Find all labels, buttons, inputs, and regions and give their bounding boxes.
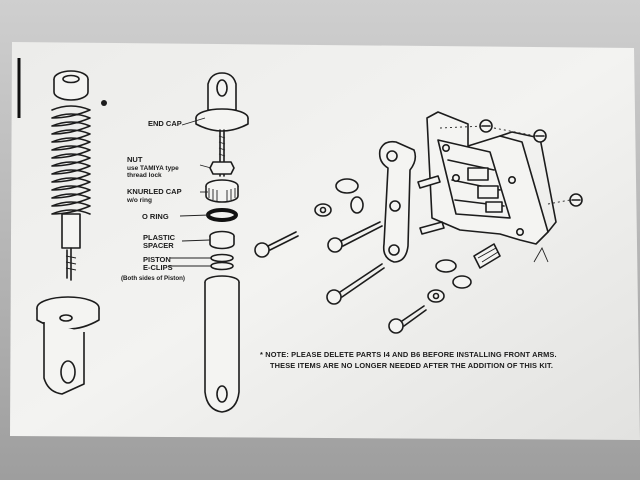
note-line-1: * NOTE: PLEASE DELETE PARTS I4 AND B6 BE… xyxy=(260,350,557,359)
label-knurled-cap: KNURLED CAP xyxy=(127,187,182,196)
label-nut: NUT xyxy=(127,155,143,164)
label-end-cap: END CAP xyxy=(148,119,182,128)
label-spacer: SPACER xyxy=(143,241,174,250)
bracket-assembly-drawing xyxy=(254,111,583,334)
label-nut-note-2: thread lock xyxy=(127,172,162,179)
label-e-clips-note: (Both sides of Piston) xyxy=(121,275,185,282)
label-plastic: PLASTIC xyxy=(143,233,176,242)
exploded-shock-drawing xyxy=(168,72,249,413)
label-e-clips: E-CLIPS xyxy=(143,263,173,272)
callout-labels: END CAP NUT use TAMIYA type thread lock … xyxy=(121,119,185,282)
label-nut-note-1: use TAMIYA type xyxy=(127,165,179,172)
label-knurled-cap-note: w/o ring xyxy=(126,197,152,204)
label-piston: PISTON xyxy=(143,255,171,264)
note-line-2: THESE ITEMS ARE NO LONGER NEEDED AFTER T… xyxy=(270,361,553,370)
label-o-ring: O RING xyxy=(142,212,169,221)
spring-shock-drawing xyxy=(36,70,107,395)
